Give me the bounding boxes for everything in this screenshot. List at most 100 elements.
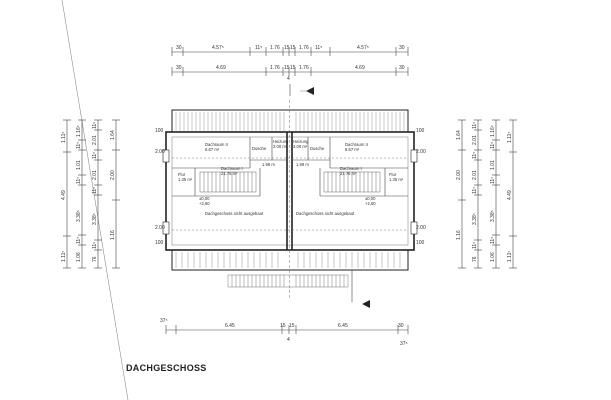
side-dimension-labels: 100 2.00 2.00 100 100 2.00 2.00 100 (155, 128, 426, 246)
dim-label: 11⁵ (472, 242, 478, 249)
dim-label: 1.76 (270, 65, 280, 71)
dim-label: 1.11⁵ (507, 132, 513, 143)
level-mark: +2,60 (199, 201, 210, 206)
dim-label: 2.01 (472, 170, 478, 180)
dim-label: 11⁵ (76, 142, 82, 149)
dim-label: 30 (176, 65, 182, 71)
dim-label: 1.06 (490, 252, 496, 262)
dim-label: 11⁵ (92, 242, 98, 249)
room-name: Dusche (252, 146, 267, 151)
dim-label: 1.11⁵ (61, 251, 67, 262)
room-area: 3.00 m² (273, 144, 288, 149)
dim-label: 37⁵ (400, 341, 408, 347)
dim-label: 11⁵ (92, 152, 98, 159)
dim-label: 11⁵ (76, 237, 82, 244)
dim-label: 11⁵ (472, 152, 478, 159)
dim-label: 1.64 (110, 130, 116, 140)
dim-label: 15 (280, 323, 286, 329)
dim-label: 1.76 (299, 45, 309, 51)
dim-label: 100 (416, 240, 425, 246)
room-name: Flur (389, 172, 397, 177)
dim-label: 76 (92, 256, 98, 262)
dim-label: 30 (398, 323, 404, 329)
dim-label: 4 (287, 76, 290, 82)
dim-label: 11⁵ (490, 142, 496, 149)
entrance-steps (227, 274, 349, 288)
dim-label: 2.01 (92, 170, 98, 180)
dim-label: 2.01 (92, 135, 98, 145)
dim-label: 1.11⁵ (507, 251, 513, 262)
dim-label: 30 (399, 65, 405, 71)
room-area: 21.76 m² (221, 171, 238, 176)
room-name: Dusche (310, 146, 325, 151)
dim-label: 76 (472, 256, 478, 262)
level-mark: +2,60 (365, 201, 376, 206)
room-note: Dachgeschoss nicht ausgebaut (205, 211, 264, 216)
dim-label: 100 (155, 240, 164, 246)
dim-label: 1.76 (299, 65, 309, 71)
dim-label: 4.57⁵ (212, 45, 224, 51)
dim-label: 11⁵ (490, 177, 496, 184)
level-mark: ±0,00 (199, 196, 210, 201)
top-dimension-chain: 30 4.57⁵ 11⁵ 1.76 15 15 1.76 11⁵ 4.57⁵ 3… (171, 45, 409, 82)
right-dimension-chains: 1.64 2.00 1.16 11⁵ 2.01 11⁵ 2.01 11⁵ 3.3… (456, 119, 517, 269)
dim-label: 15 (289, 323, 295, 329)
dim-label: 4.49 (507, 190, 513, 200)
room-name: Dachraum II (345, 142, 368, 147)
dim-label: 11⁵ (472, 187, 478, 194)
dim-label: 1.16⁵ (76, 125, 82, 137)
dim-label: 15 (284, 45, 290, 51)
room-labels: Dachraum II 8.67 m² Dachraum II 8.67 m² … (178, 139, 404, 216)
room-name: Dachraum II (205, 142, 228, 147)
drawing-title: DACHGESCHOSS (126, 363, 207, 373)
dim-label: 1.16⁵ (490, 125, 496, 137)
dim-label: 2.00 (416, 149, 426, 155)
room-name: Dachraum I (221, 166, 243, 171)
room-name: Heizung (273, 139, 289, 144)
dim-label: 37⁵ (160, 318, 168, 324)
room-area: 8.67 m² (205, 147, 220, 152)
dim-label: 2.00 (155, 225, 165, 231)
dim-label: 15 (290, 65, 296, 71)
dim-label: 1.01 (490, 160, 496, 170)
dim-label: 1.64 (456, 130, 462, 140)
level-mark: ±0,00 (365, 196, 376, 201)
dim-label: 2.00 (110, 170, 116, 180)
bottom-dimension-chain: 37⁵ 6.45 15 15 6.45 30 37⁵ 4 (160, 318, 409, 347)
dim-label: 4.69 (355, 65, 365, 71)
dim-label: 11⁵ (315, 45, 322, 51)
room-area: 1.98 m (296, 162, 309, 167)
building (162, 100, 418, 300)
dim-label: 15 (290, 45, 296, 51)
dim-label: 6.45 (225, 323, 235, 329)
dim-label: 1.76 (270, 45, 280, 51)
dim-label: 30 (176, 45, 182, 51)
dim-label: 4.49 (61, 190, 67, 200)
room-area: 1.98 m (262, 162, 275, 167)
dim-label: 30 (399, 45, 405, 51)
dim-label: 2.00 (416, 225, 426, 231)
section-marker-top (289, 84, 314, 96)
dim-label: 2.00 (456, 170, 462, 180)
dim-label: 4.69 (216, 65, 226, 71)
dim-label: 1.01 (76, 160, 82, 170)
dim-label: 100 (155, 128, 164, 134)
dim-label: 3.38⁵ (472, 213, 478, 225)
room-area: 8.67 m² (345, 147, 360, 152)
room-area: 1.35 m² (178, 177, 193, 182)
dim-label: 1.16 (110, 230, 116, 240)
dim-label: 6.45 (338, 323, 348, 329)
dim-label: 11⁵ (472, 122, 478, 129)
dim-label: 3.38⁵ (76, 210, 82, 222)
room-area: 1.35 m² (389, 177, 404, 182)
dim-label: 15 (284, 65, 290, 71)
room-note: Dachgeschoss nicht ausgebaut (296, 211, 355, 216)
page-margin-line (61, 0, 129, 400)
dim-label: 3.38⁵ (490, 210, 496, 222)
dim-label: 2.00 (155, 149, 165, 155)
dim-label: 1.11⁵ (61, 132, 67, 143)
dim-label: 11⁵ (255, 45, 262, 51)
room-name: Dachraum I (340, 166, 362, 171)
dim-label: 2.01 (472, 135, 478, 145)
